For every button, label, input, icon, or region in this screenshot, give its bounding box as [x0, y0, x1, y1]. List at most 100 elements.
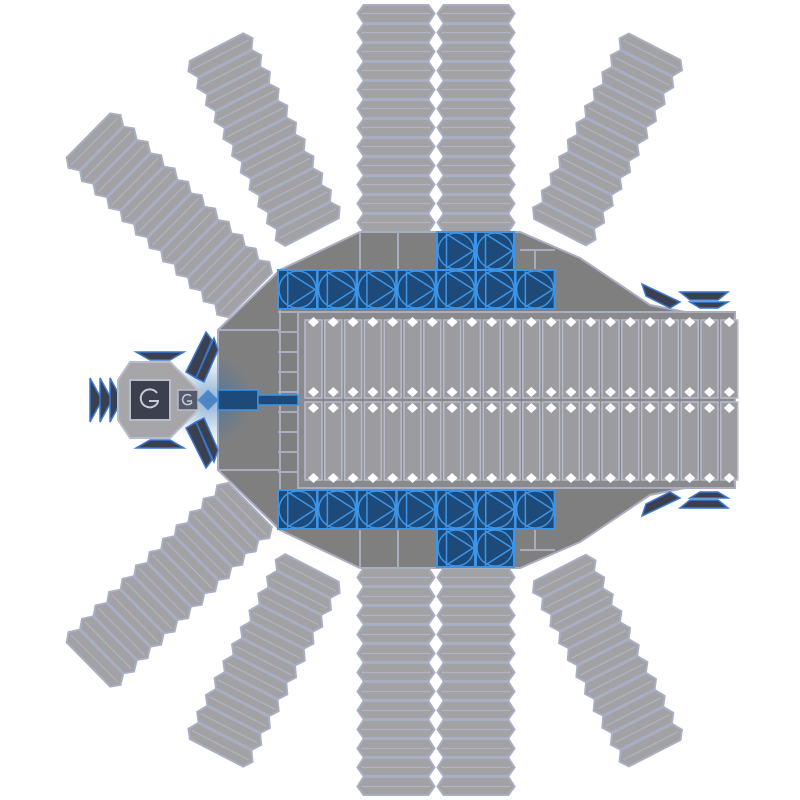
play-triangle-icon [326, 490, 356, 529]
barrel-gap [585, 387, 597, 397]
barrel-rib [720, 319, 739, 399]
barrel-gap [407, 317, 418, 327]
thruster-block [475, 489, 516, 530]
barrel-rib [423, 319, 442, 399]
arm-segment-line [192, 237, 240, 286]
thruster-cell [277, 489, 318, 530]
barrel-gap [426, 473, 438, 483]
fin [677, 291, 731, 301]
barrel-rib [680, 319, 699, 399]
play-triangle-icon [445, 270, 475, 309]
barrel-gap [387, 403, 399, 413]
barrel-rib [621, 319, 640, 399]
arm-segment-line [152, 197, 200, 246]
barrel-gap [446, 387, 458, 397]
fin [185, 420, 213, 470]
arm-segment-line [261, 594, 319, 626]
central-barrel [297, 311, 739, 489]
barrel-gap [525, 473, 537, 483]
barrel-gap [486, 473, 498, 483]
barrel-gap [644, 403, 656, 413]
barrel-gap [367, 387, 379, 397]
play-triangle-icon [485, 270, 515, 309]
barrel-gap [605, 473, 616, 483]
arm-segment-line [219, 264, 267, 313]
arm-segment-line [536, 208, 593, 239]
arm [356, 567, 436, 796]
barrel-rib [640, 401, 660, 481]
barrel-gap [624, 387, 636, 397]
thruster-cell [316, 269, 358, 310]
thruster-block [435, 489, 477, 530]
barrel-gap [327, 473, 339, 483]
arm-segment-line [553, 595, 610, 625]
thruster-cell [435, 489, 477, 530]
arm-segment-line [84, 130, 132, 179]
barrel-rib [700, 401, 719, 481]
barrel-rib [660, 401, 680, 481]
barrel-rib [363, 401, 383, 481]
power-glyph-icon [139, 388, 159, 409]
barrel-gap [387, 317, 399, 327]
barrel-gap [704, 387, 715, 397]
barrel-gap [585, 403, 597, 413]
barrel-gap [466, 317, 478, 327]
thruster-block [475, 269, 516, 310]
barrel-gap [347, 473, 359, 483]
arm-segment-line [217, 90, 276, 121]
barrel-gap [565, 403, 577, 413]
thruster-block [395, 489, 437, 530]
fin [687, 301, 731, 309]
thruster-cell [514, 489, 556, 530]
barrel-gap [565, 473, 577, 483]
barrel-gap [367, 473, 379, 483]
arm-segment-line [579, 124, 636, 154]
arm [187, 32, 341, 247]
fin [687, 491, 731, 499]
arm-segment-line [278, 561, 337, 592]
thruster-cell [514, 269, 556, 310]
barrel-gap [545, 473, 557, 483]
thruster-block [514, 269, 556, 310]
thruster-cell [395, 269, 437, 310]
barrel-rib [581, 401, 600, 481]
arm-segment-line [191, 730, 250, 761]
barrel-rib [383, 401, 402, 481]
power-glyph-icon [181, 393, 193, 406]
barrel-rib [462, 319, 482, 399]
arm-segment-line [191, 39, 250, 70]
barrel-rib [343, 401, 363, 481]
barrel-gap [327, 387, 339, 397]
arm-segment-line [206, 251, 254, 299]
arm-segment-line [152, 554, 200, 603]
barrel-gap [426, 317, 438, 327]
arm-segment-line [138, 184, 186, 233]
thruster-cell [475, 528, 515, 568]
barrel-gap [347, 387, 359, 397]
play-triangle-icon [485, 490, 515, 529]
arm-segment-line [111, 157, 159, 206]
barrel-gap [624, 317, 636, 327]
barrel-gap [664, 387, 676, 397]
small-core-block [177, 389, 199, 411]
barrel-rib [442, 319, 462, 399]
arm-segment-line [235, 645, 293, 677]
barrel-gap [605, 403, 616, 413]
thruster-cell [356, 269, 398, 310]
arm-segment-line [209, 696, 267, 727]
play-triangle-icon [366, 490, 396, 529]
arm-segment-line [97, 144, 146, 193]
arm-segment-line [226, 107, 285, 138]
barrel-gap [704, 403, 715, 413]
barrel-gap [644, 473, 656, 483]
barrel-gap [525, 317, 537, 327]
arm-segment-line [192, 514, 240, 563]
arm-segment-line [244, 140, 302, 172]
thruster-block [316, 489, 358, 530]
command-core [89, 282, 731, 518]
thruster-block [277, 489, 318, 530]
play-triangle-icon [445, 529, 475, 567]
barrel-rib [601, 319, 620, 399]
barrel-gap [407, 473, 418, 483]
arm-segment-line [244, 628, 302, 660]
